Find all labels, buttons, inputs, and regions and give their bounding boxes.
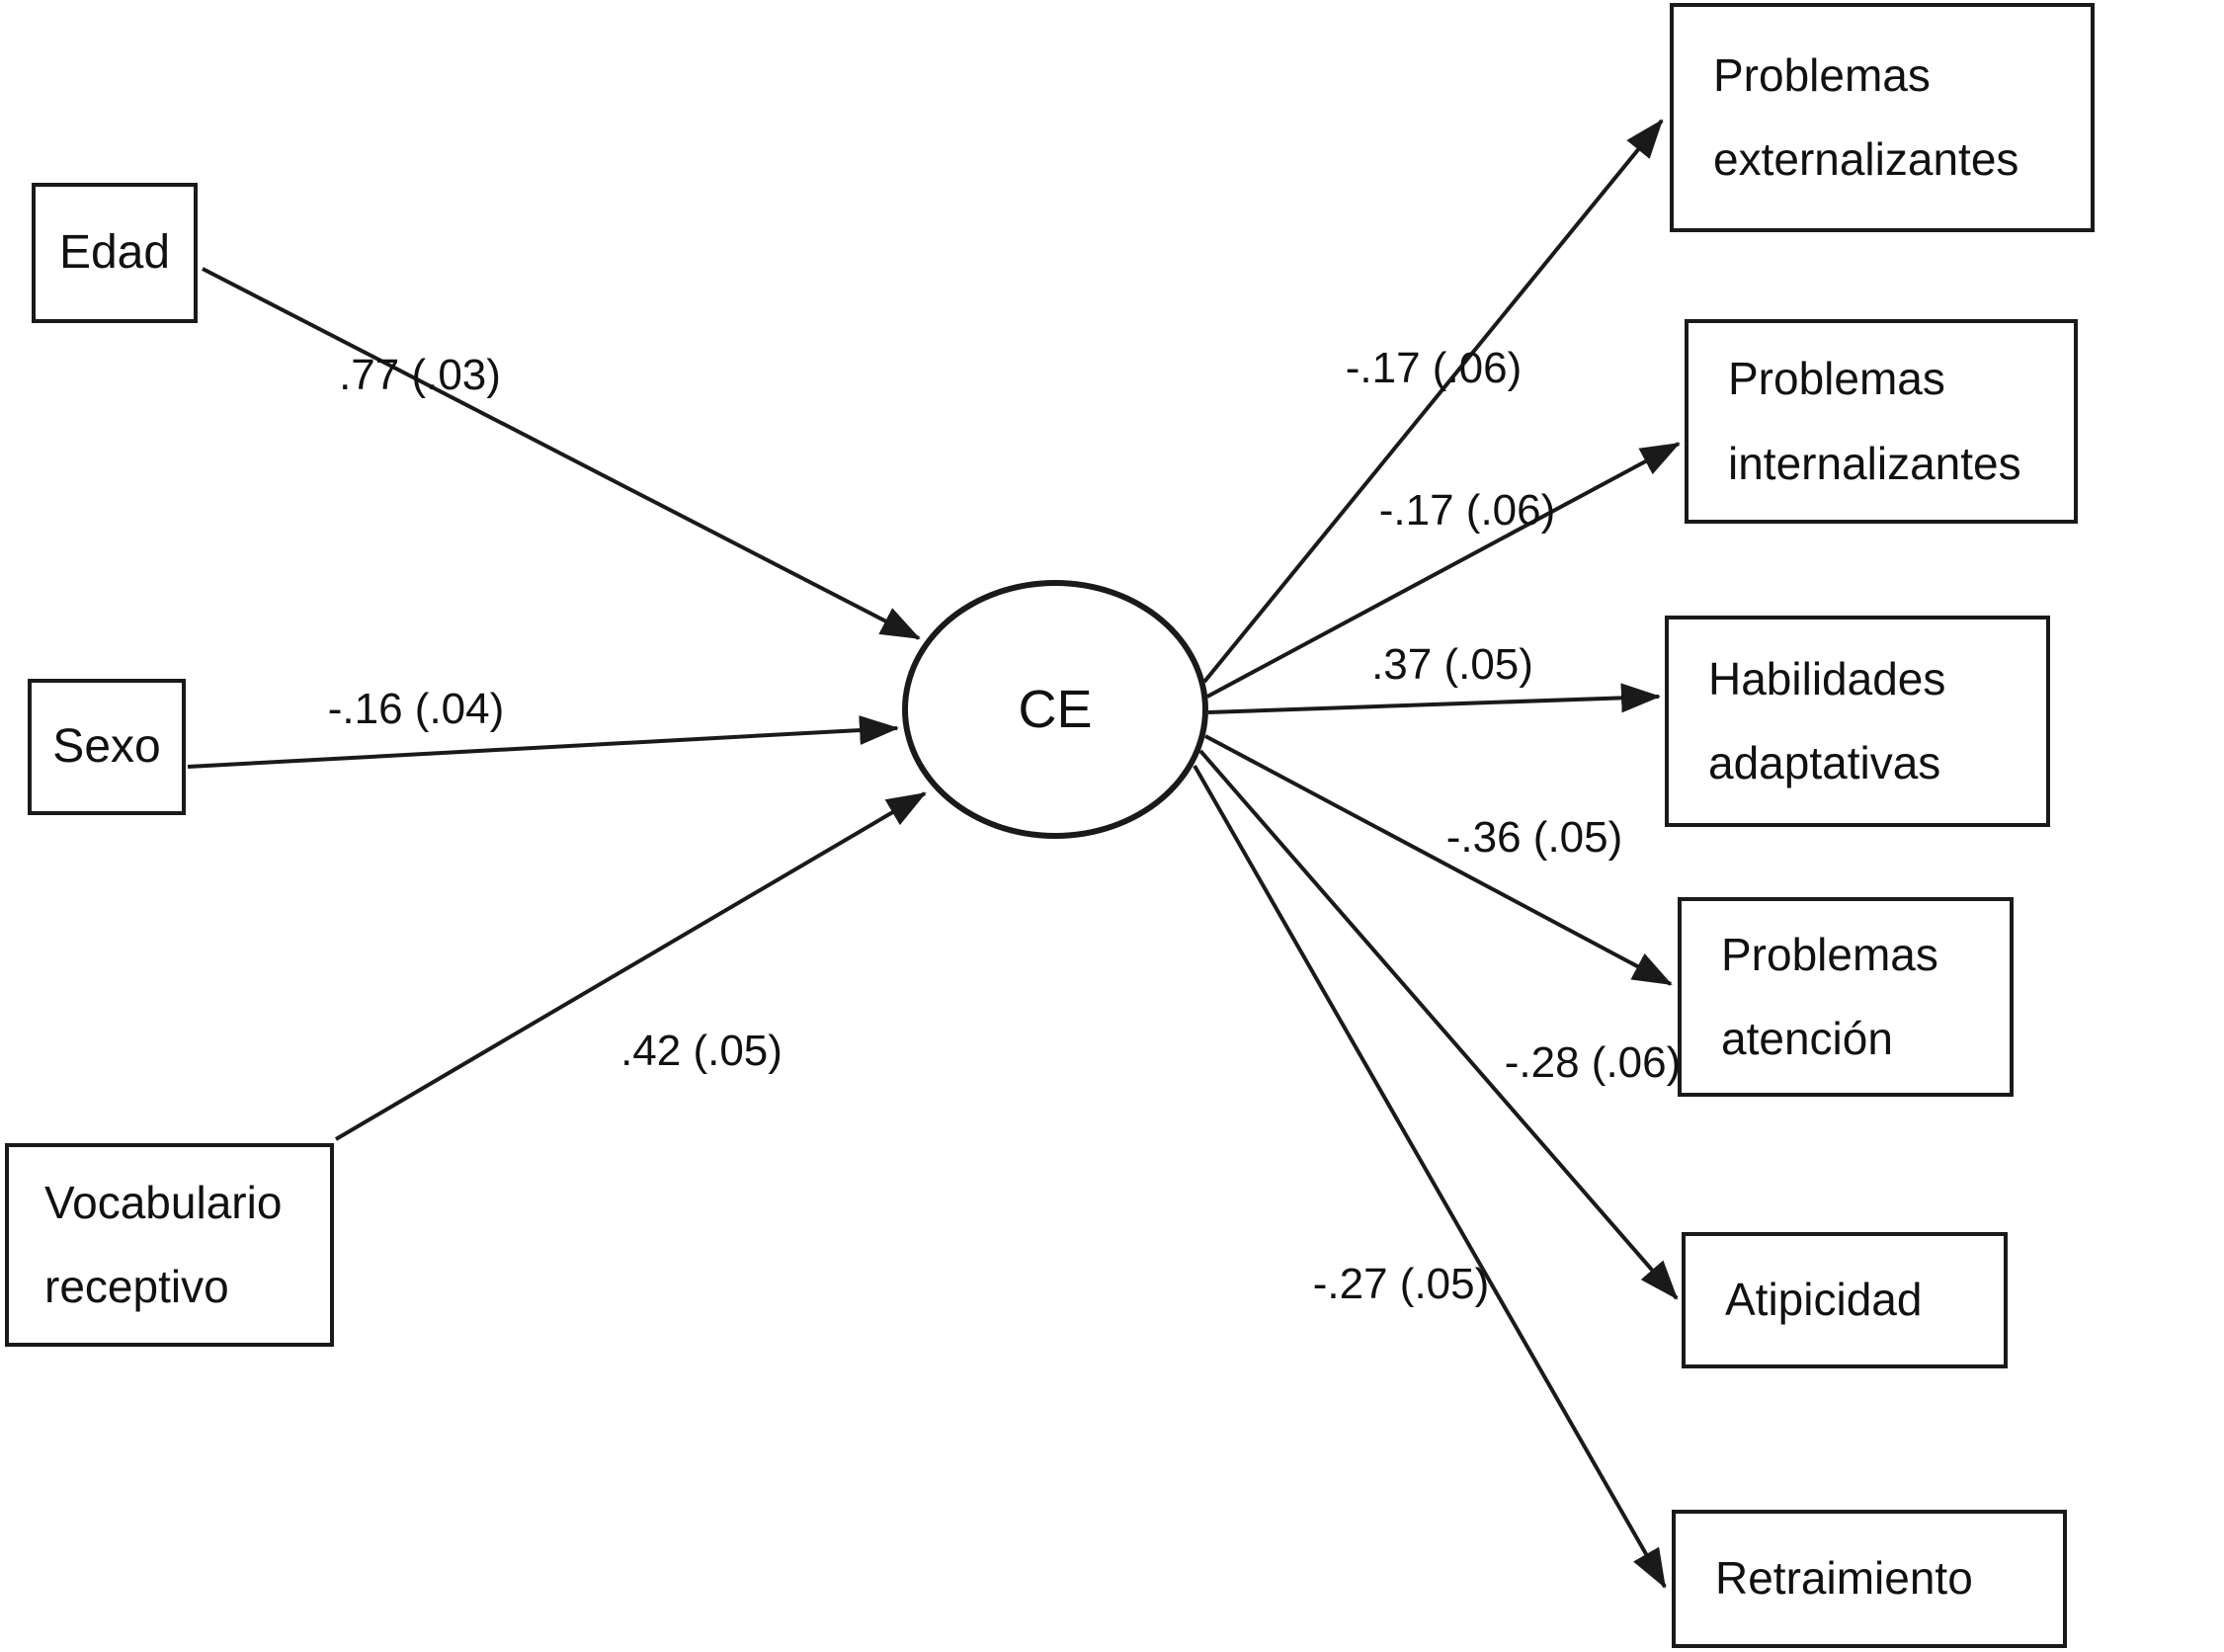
latent-ce-label: CE	[1018, 680, 1093, 739]
box-problemas-atencion-label: Problemas atención	[1721, 928, 1938, 1064]
arrow-edad-to-ce	[202, 267, 921, 640]
box-habilidades-adaptativas-label: Habilidades adaptativas	[1708, 652, 1946, 788]
box-vocabulario-receptivo-label: Vocabulario receptivo	[44, 1176, 283, 1312]
coef-edad-ce: .77 (.03)	[339, 351, 501, 399]
arrow-ce-to-atipicidad	[1198, 749, 1679, 1300]
box-edad: Edad	[32, 183, 198, 323]
coef-vocabulario-ce: .42 (.05)	[620, 1027, 783, 1075]
coef-ce-problemas-atencion: -.36 (.05)	[1445, 813, 1623, 862]
box-sexo-label: Sexo	[52, 719, 161, 773]
box-vocabulario-receptivo: Vocabulario receptivo	[5, 1143, 334, 1347]
box-retraimiento: Retraimiento	[1672, 1510, 2067, 1648]
box-problemas-internalizantes: Problemas internalizantes	[1685, 319, 2078, 524]
latent-ce-ellipse: CE	[902, 580, 1208, 839]
box-problemas-internalizantes-label: Problemas internalizantes	[1728, 353, 2021, 489]
coef-ce-problemas-externalizantes: -.17 (.06)	[1345, 344, 1523, 392]
box-atipicidad: Atipicidad	[1682, 1232, 2008, 1368]
arrow-ce-to-retraimiento	[1193, 765, 1667, 1589]
box-habilidades-adaptativas: Habilidades adaptativas	[1665, 616, 2050, 827]
arrow-ce-to-problemas-externalizantes	[1202, 119, 1664, 684]
coef-sexo-ce: -.16 (.04)	[327, 685, 505, 733]
arrow-ce-to-problemas-atencion	[1204, 734, 1673, 986]
box-sexo: Sexo	[28, 679, 186, 815]
arrow-ce-to-problemas-internalizantes	[1206, 442, 1681, 699]
box-problemas-externalizantes-label: Problemas externalizantes	[1713, 48, 2019, 185]
coef-ce-problemas-internalizantes: -.17 (.06)	[1378, 486, 1556, 535]
coef-ce-retraimiento: -.27 (.05)	[1312, 1260, 1490, 1308]
box-retraimiento-label: Retraimiento	[1715, 1552, 1973, 1605]
arrow-sexo-to-ce	[187, 715, 899, 769]
arrow-ce-to-habilidades-adaptativas	[1207, 683, 1661, 714]
box-edad-label: Edad	[58, 225, 171, 279]
coef-ce-atipicidad: -.28 (.06)	[1504, 1038, 1682, 1087]
box-atipicidad-label: Atipicidad	[1725, 1274, 1923, 1326]
arrow-vocabulario-to-ce	[334, 791, 927, 1141]
box-problemas-atencion: Problemas atención	[1678, 897, 2014, 1097]
coef-ce-habilidades-adaptativas: .37 (.05)	[1371, 640, 1533, 689]
box-problemas-externalizantes: Problemas externalizantes	[1670, 3, 2095, 232]
